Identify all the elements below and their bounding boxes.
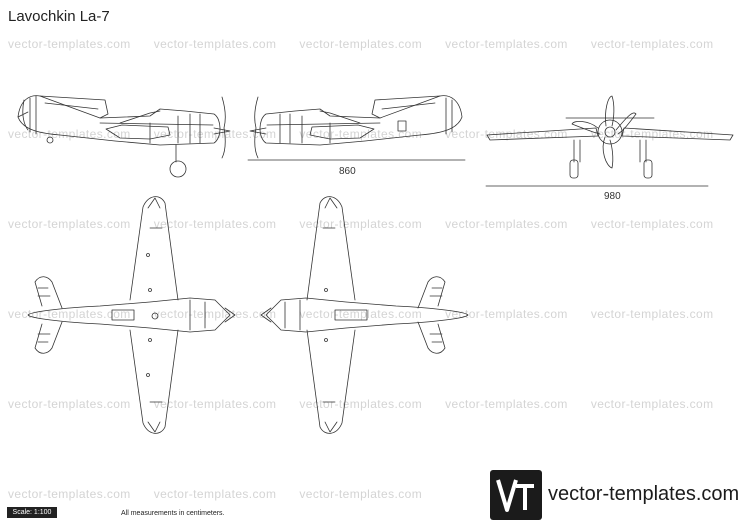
watermark-text: vector-templates.com bbox=[445, 37, 568, 51]
watermark-text: vector-templates.com bbox=[153, 307, 277, 321]
front-view bbox=[486, 95, 734, 179]
logo-mark bbox=[496, 479, 534, 512]
watermark-text: vector-templates.com bbox=[153, 37, 277, 51]
watermark-text: vector-templates.com bbox=[8, 307, 131, 321]
watermark-text: vector-templates.com bbox=[590, 127, 714, 141]
watermark-text: vector-templates.com bbox=[8, 397, 131, 411]
watermark-text: vector-templates.com bbox=[8, 127, 131, 141]
top-view-left bbox=[27, 196, 236, 434]
watermark-text: vector-templates.com bbox=[590, 307, 714, 321]
watermark-row: vector-templates.com vector-templates.com… bbox=[8, 217, 750, 231]
watermark-text: vector-templates.com bbox=[8, 487, 131, 501]
watermark-row: vector-templates.com vector-templates.com… bbox=[8, 307, 750, 321]
watermark-text: vector-templates.com bbox=[299, 397, 423, 411]
side-view-left bbox=[17, 95, 231, 178]
watermark-row: vector-templates.com vector-templates.com… bbox=[8, 487, 478, 501]
side-view-right bbox=[249, 95, 463, 159]
top-view-right bbox=[260, 196, 469, 434]
watermark-text: vector-templates.com bbox=[299, 487, 423, 501]
watermark-row: vector-templates.com vector-templates.com… bbox=[8, 397, 750, 411]
watermark-text: vector-templates.com bbox=[590, 217, 714, 231]
watermark-text: vector-templates.com bbox=[8, 37, 131, 51]
watermark-text: vector-templates.com bbox=[299, 37, 423, 51]
dimension-label-span: 980 bbox=[604, 191, 621, 202]
measurement-note: All measurements in centimeters. bbox=[121, 510, 225, 517]
watermark-row: vector-templates.com vector-templates.com… bbox=[8, 37, 750, 51]
watermark-text: vector-templates.com bbox=[445, 217, 568, 231]
watermark-text: vector-templates.com bbox=[153, 487, 277, 501]
watermark-text: vector-templates.com bbox=[445, 307, 568, 321]
watermark-text: vector-templates.com bbox=[299, 217, 423, 231]
vt-logo-icon bbox=[490, 470, 542, 520]
logo-text[interactable]: vector-templates.com bbox=[548, 483, 740, 505]
scale-badge: Scale: 1:100 bbox=[7, 507, 57, 518]
watermark-text: vector-templates.com bbox=[445, 397, 568, 411]
watermark-text: vector-templates.com bbox=[299, 307, 423, 321]
watermark-text: vector-templates.com bbox=[8, 217, 131, 231]
page-title: Lavochkin La-7 bbox=[8, 8, 110, 25]
watermark-text: vector-templates.com bbox=[153, 397, 277, 411]
watermark-text: vector-templates.com bbox=[590, 37, 714, 51]
dimension-label-length: 860 bbox=[339, 166, 356, 177]
watermark-text: vector-templates.com bbox=[590, 397, 714, 411]
watermark-text: vector-templates.com bbox=[153, 217, 277, 231]
